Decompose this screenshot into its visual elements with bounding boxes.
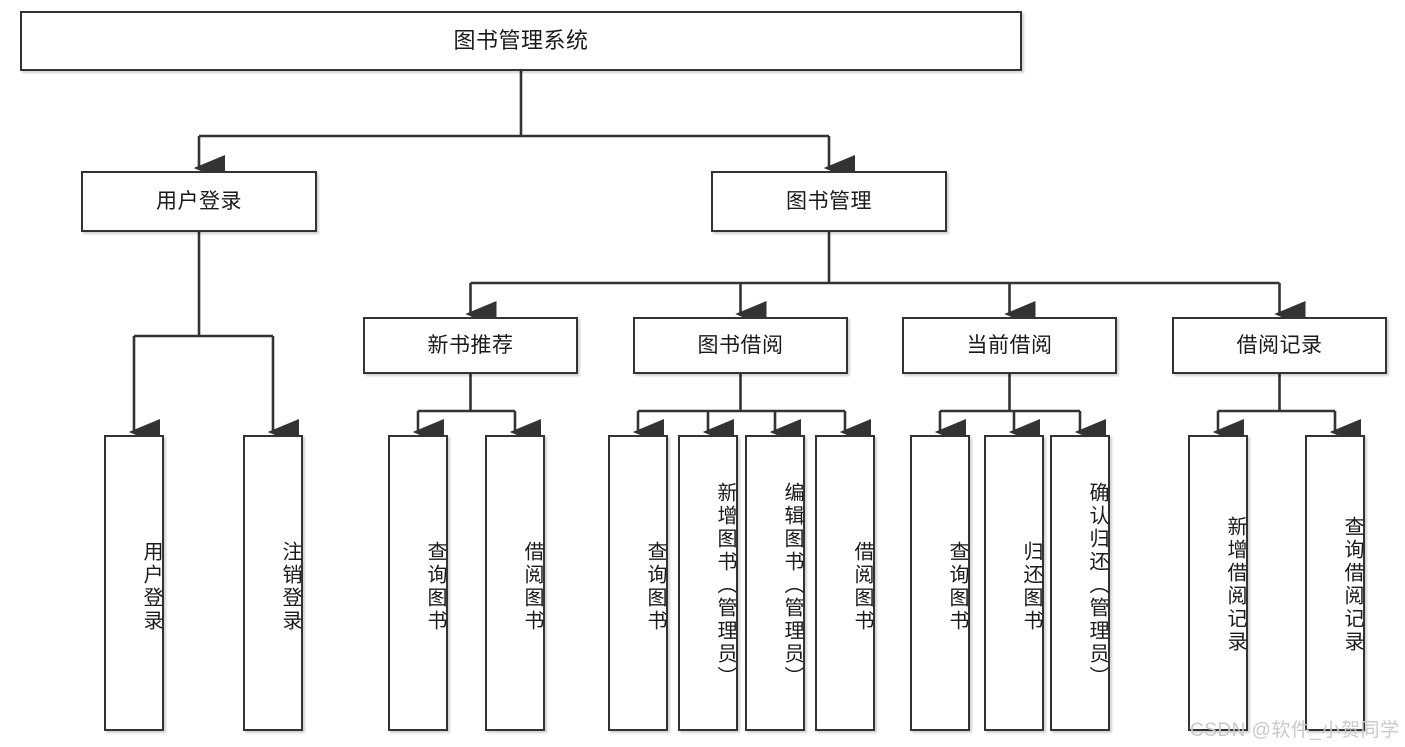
leaf-node-7[interactable]: 借阅图书 bbox=[815, 435, 875, 731]
node-label: 查询图书 bbox=[644, 541, 666, 633]
leaf-node-9[interactable]: 归还图书 bbox=[984, 435, 1044, 731]
level3-node-3[interactable]: 借阅记录 bbox=[1172, 317, 1387, 374]
node-label: 注销登录 bbox=[279, 541, 301, 633]
root-node-book-management-system[interactable]: 图书管理系统 bbox=[20, 11, 1022, 71]
node-label: 图书借阅 bbox=[697, 333, 784, 357]
node-label: 用户登录 bbox=[156, 189, 242, 213]
node-label: 借阅图书 bbox=[851, 541, 873, 633]
node-label: 借阅记录 bbox=[1236, 333, 1323, 357]
leaf-node-0[interactable]: 用户登录 bbox=[104, 435, 164, 731]
node-label: 编辑图书（管理员） bbox=[781, 481, 803, 689]
leaf-node-12[interactable]: 查询借阅记录 bbox=[1305, 435, 1365, 731]
leaf-node-8[interactable]: 查询图书 bbox=[910, 435, 970, 731]
node-label: 查询图书 bbox=[946, 541, 968, 633]
node-label: 借阅图书 bbox=[521, 541, 543, 633]
level3-node-2[interactable]: 当前借阅 bbox=[902, 317, 1117, 374]
node-label: 图书管理系统 bbox=[453, 27, 589, 53]
node-label: 查询借阅记录 bbox=[1341, 516, 1363, 654]
node-label: 当前借阅 bbox=[966, 333, 1053, 357]
level3-node-0[interactable]: 新书推荐 bbox=[363, 317, 578, 374]
leaf-node-10[interactable]: 确认归还（管理员） bbox=[1050, 435, 1110, 731]
node-label: 归还图书 bbox=[1020, 541, 1042, 633]
leaf-node-11[interactable]: 新增借阅记录 bbox=[1188, 435, 1248, 731]
leaf-node-5[interactable]: 新增图书（管理员） bbox=[678, 435, 738, 731]
leaf-node-4[interactable]: 查询图书 bbox=[608, 435, 668, 731]
leaf-node-1[interactable]: 注销登录 bbox=[243, 435, 303, 731]
node-label: 用户登录 bbox=[140, 541, 162, 633]
node-label: 新增图书（管理员） bbox=[714, 481, 736, 689]
leaf-node-2[interactable]: 查询图书 bbox=[388, 435, 448, 731]
leaf-node-6[interactable]: 编辑图书（管理员） bbox=[745, 435, 805, 731]
leaf-node-3[interactable]: 借阅图书 bbox=[485, 435, 545, 731]
node-label: 查询图书 bbox=[424, 541, 446, 633]
node-label: 新增借阅记录 bbox=[1224, 516, 1246, 654]
csdn-watermark: CSDN @软件_小贺同学 bbox=[1190, 720, 1400, 741]
node-label: 确认归还（管理员） bbox=[1086, 481, 1108, 689]
level3-node-1[interactable]: 图书借阅 bbox=[633, 317, 848, 374]
node-label: 图书管理 bbox=[786, 189, 872, 213]
node-label: 新书推荐 bbox=[427, 333, 514, 357]
level2-node-0[interactable]: 用户登录 bbox=[81, 171, 317, 232]
level2-node-1[interactable]: 图书管理 bbox=[711, 171, 947, 232]
